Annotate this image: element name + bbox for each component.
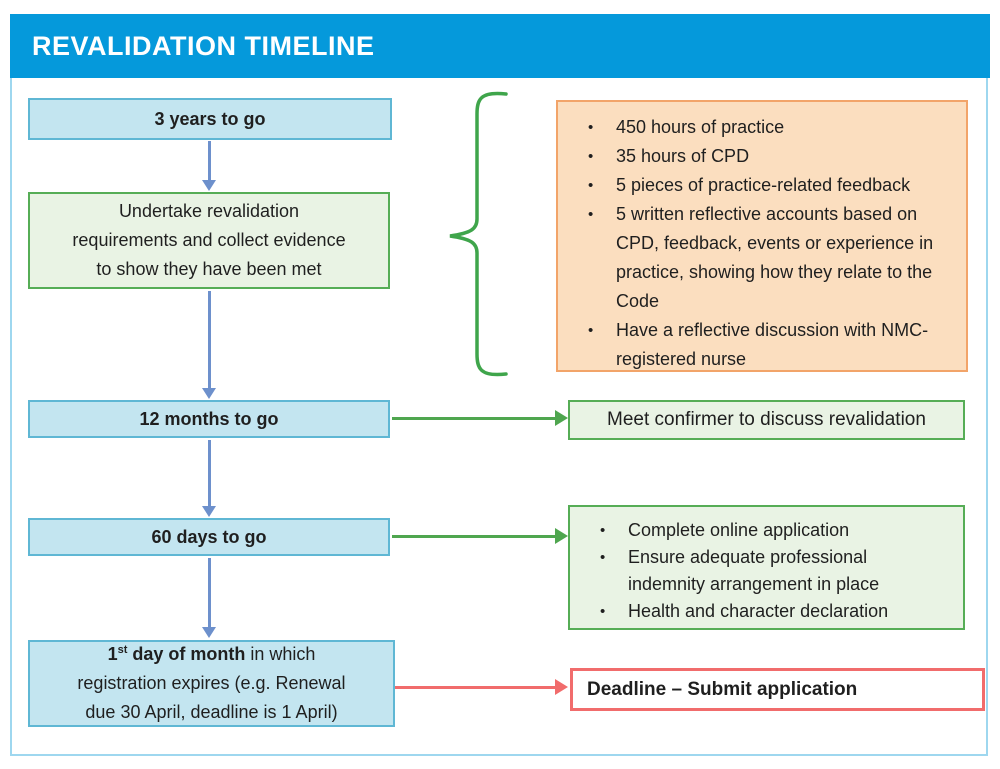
bullet-icon: • (588, 177, 594, 194)
requirement-text: 450 hours of practice (616, 117, 785, 137)
arrow-down-2-shaft (208, 291, 211, 389)
arrow-right-confirmer-shaft (392, 417, 556, 420)
application-item: • Health and character declaration (570, 598, 963, 625)
arrow-right-application-shaft (392, 535, 556, 538)
bullet-icon: • (600, 603, 606, 620)
final-box-line-1: 1st day of month in which (108, 640, 316, 669)
arrow-down-3-shaft (208, 440, 211, 507)
requirement-item: • 5 written reflective accounts based on… (558, 200, 966, 316)
application-list: • Complete online application • Ensure a… (570, 517, 963, 625)
application-text: Ensure adequate professional indemnity a… (628, 547, 880, 594)
arrow-right-deadline-shaft (395, 686, 556, 689)
arrow-down-4-head (202, 627, 216, 638)
application-box: • Complete online application • Ensure a… (568, 505, 965, 630)
requirement-text: 5 pieces of practice-related feedback (616, 175, 911, 195)
final-box-line-3: due 30 April, deadline is 1 April) (85, 702, 338, 722)
page-title: REVALIDATION TIMELINE (32, 30, 375, 61)
final-box-tail: in which (245, 644, 316, 664)
milestone-3-years-label: 3 years to go (154, 108, 266, 129)
requirements-list: • 450 hours of practice • 35 hours of CP… (558, 113, 966, 374)
arrow-down-1-head (202, 180, 216, 191)
arrow-right-confirmer-head (555, 410, 568, 426)
arrow-down-2-head (202, 388, 216, 399)
confirmer-box: Meet confirmer to discuss revalidation (568, 400, 965, 440)
requirement-text: Have a reflective discussion with NMC-re… (616, 320, 929, 369)
application-text: Complete online application (628, 520, 850, 540)
final-box-bold-rest: day of month (127, 644, 246, 664)
bullet-icon: • (588, 119, 594, 136)
milestone-60-days-label: 60 days to go (151, 526, 267, 547)
requirement-text: 5 written reflective accounts based on C… (616, 204, 934, 311)
arrow-right-deadline-head (555, 679, 568, 695)
deadline-label: Deadline – Submit application (587, 678, 858, 700)
bullet-icon: • (600, 522, 606, 539)
final-box-bold-num: 1 (107, 644, 118, 664)
requirement-item: • Have a reflective discussion with NMC-… (558, 316, 966, 374)
curly-brace (449, 91, 508, 377)
requirement-item: • 5 pieces of practice-related feedback (558, 171, 966, 200)
undertake-line-3: to show they have been met (96, 259, 322, 279)
deadline-box: Deadline – Submit application (570, 668, 985, 711)
milestone-box-3-years: 3 years to go (28, 98, 392, 140)
requirement-item: • 450 hours of practice (558, 113, 966, 142)
header-bar: REVALIDATION TIMELINE (10, 14, 990, 78)
requirement-text: 35 hours of CPD (616, 146, 750, 166)
arrow-down-4-shaft (208, 558, 211, 628)
arrow-down-1-shaft (208, 141, 211, 181)
final-deadline-milestone-box: 1st day of month in which registration e… (28, 640, 395, 727)
application-item: • Complete online application (570, 517, 963, 544)
application-text: Health and character declaration (628, 601, 889, 621)
confirmer-label: Meet confirmer to discuss revalidation (607, 409, 926, 430)
requirements-box: • 450 hours of practice • 35 hours of CP… (556, 100, 968, 372)
bullet-icon: • (600, 549, 606, 566)
bullet-icon: • (588, 148, 594, 165)
milestone-box-12-months: 12 months to go (28, 400, 390, 438)
undertake-requirements-box: Undertake revalidation requirements and … (28, 192, 390, 289)
final-box-ordinal: st (117, 644, 128, 656)
undertake-line-2: requirements and collect evidence (72, 230, 346, 250)
bullet-icon: • (588, 206, 594, 223)
application-item: • Ensure adequate professional indemnity… (570, 544, 963, 598)
arrow-down-3-head (202, 506, 216, 517)
final-box-line-2: registration expires (e.g. Renewal (77, 673, 346, 693)
requirement-item: • 35 hours of CPD (558, 142, 966, 171)
milestone-12-months-label: 12 months to go (139, 408, 279, 429)
bullet-icon: • (588, 322, 594, 339)
undertake-line-1: Undertake revalidation (118, 201, 300, 221)
milestone-box-60-days: 60 days to go (28, 518, 390, 556)
arrow-right-application-head (555, 528, 568, 544)
